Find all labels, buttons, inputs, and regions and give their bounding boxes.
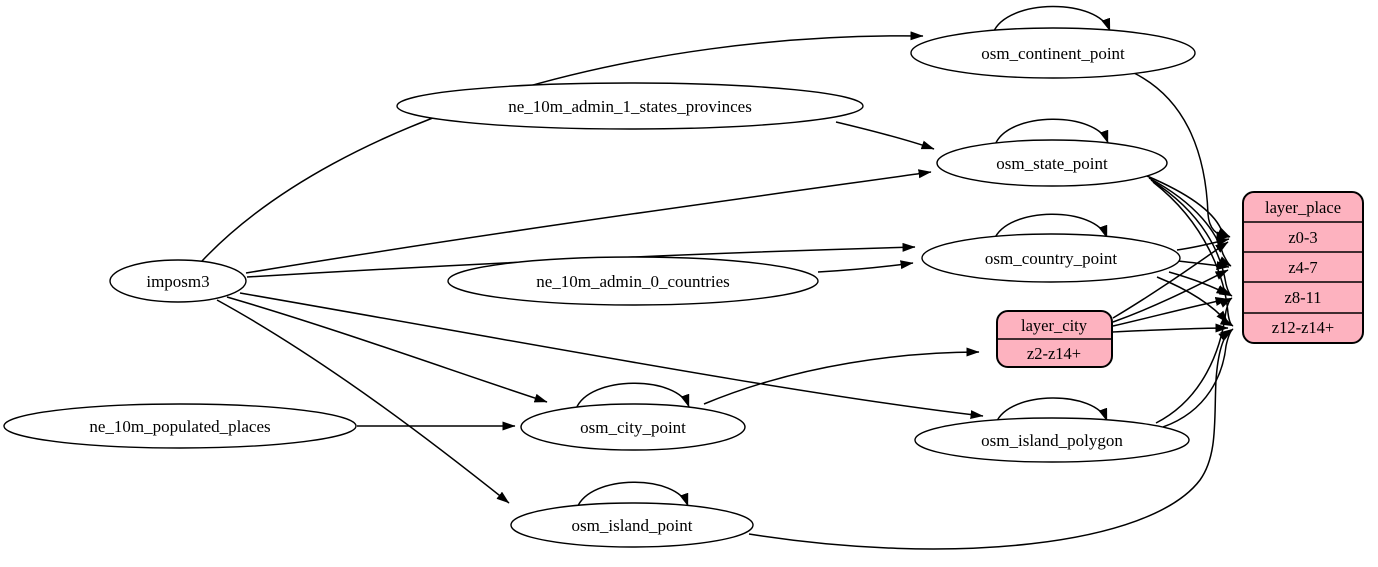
osm_city_point-shape [520,403,746,451]
node-osm_continent_point: osm_continent_point [910,27,1196,79]
edge-osm_continent_point-layer_place-z0-3 [1131,71,1230,241]
layer_city-title: layer_city [1021,316,1088,335]
edge-ne_10m_admin_1_states_provinces-osm_state_point [835,121,935,150]
layer_place-title: layer_place [1265,198,1341,217]
edge-layer_city-layer_place-z12-z14 [1112,323,1229,333]
edge-imposm3-osm_city_point [226,296,548,403]
osm_state_point-shape [936,139,1168,187]
node-imposm3: imposm3 [109,259,247,303]
osm_island_point-shape [510,502,754,548]
ne_10m_admin_0_countries-label: ne_10m_admin_0_countries [536,272,730,291]
layer_place-shape [1242,191,1364,344]
edge-ne_10m_admin_0_countries-osm_country_point [817,260,914,273]
osm_continent_point-label: osm_continent_point [981,44,1125,63]
layer_place-row-z4-7: z4-7 [1288,258,1317,277]
ne_10m_admin_1_states_provinces-shape [396,82,864,130]
selfloop-osm_city_point [575,382,690,410]
imposm3-label: imposm3 [146,272,209,291]
edge-layer_city-layer_place-z0-3 [1112,241,1229,319]
node-ne_10m_admin_1_states_provinces: ne_10m_admin_1_states_provinces [396,82,864,130]
node-ne_10m_admin_0_countries: ne_10m_admin_0_countries [447,256,819,306]
edge-imposm3-osm_state_point [245,169,932,274]
edge-osm_island_polygon-layer_place-z8-11 [1155,297,1233,424]
node-osm_island_polygon: osm_island_polygon [914,417,1190,463]
osm_island_polygon-shape [914,417,1190,463]
node-osm_city_point: osm_city_point [520,403,746,451]
layer_place-row-z8-11: z8-11 [1285,288,1322,307]
osm_country_point-label: osm_country_point [985,249,1117,268]
ne_10m_populated_places-shape [3,403,357,449]
ne_10m_admin_1_states_provinces-label: ne_10m_admin_1_states_provinces [508,97,752,116]
osm_island_point-label: osm_island_point [572,516,693,535]
selfloop-osm_continent_point [992,5,1111,34]
node-layer_place: layer_place z0-3 z4-7 z8-11 z12-z14+ [1242,191,1364,344]
edge-osm_state_point-layer_place-z0-3 [1146,175,1231,238]
osm_continent_point-shape [910,27,1196,79]
node-osm_country_point: osm_country_point [921,233,1181,283]
selfloop-osm_state_point [994,118,1109,146]
layer_city-row-z2-z14: z2-z14+ [1027,344,1081,363]
ne_10m_admin_0_countries-shape [447,256,819,306]
edges [201,5,1234,550]
osm_island_polygon-label: osm_island_polygon [981,431,1123,450]
edge-osm_city_point-layer_city [703,347,980,405]
edge-osm_country_point-layer_place-z0-3 [1176,237,1230,251]
layer_place-row-z0-3: z0-3 [1288,228,1317,247]
edge-layer_city-layer_place-z8-11 [1112,297,1229,327]
edge-imposm3-osm_continent_point [201,31,924,262]
layer_place-row-z12-z14: z12-z14+ [1272,318,1334,337]
selfloop-osm_country_point [993,213,1108,241]
osm_city_point-label: osm_city_point [580,418,686,437]
edge-layer_city-layer_place-z4-7 [1112,269,1229,323]
osm_state_point-label: osm_state_point [996,154,1108,173]
node-osm_state_point: osm_state_point [936,139,1168,187]
selfloop-osm_island_polygon [995,397,1108,424]
osm_country_point-shape [921,233,1181,283]
edge-imposm3-osm_island_point [216,299,510,504]
node-layer_city: layer_city z2-z14+ [996,310,1113,368]
edge-imposm3-osm_island_polygon [239,292,984,420]
edge-osm_country_point-layer_place-z4-7 [1177,260,1230,271]
imposm3-shape [109,259,247,303]
edge-osm_country_point-layer_place-z12-z14 [1156,276,1229,324]
edge-osm_country_point-layer_place-z8-11 [1168,271,1230,296]
node-osm_island_point: osm_island_point [510,502,754,548]
edge-osm_island_point-layer_place-z12-z14 [748,329,1232,550]
node-ne_10m_populated_places: ne_10m_populated_places [3,403,357,449]
selfloop-osm_island_point [576,481,689,509]
ne_10m_populated_places-label: ne_10m_populated_places [89,417,270,436]
